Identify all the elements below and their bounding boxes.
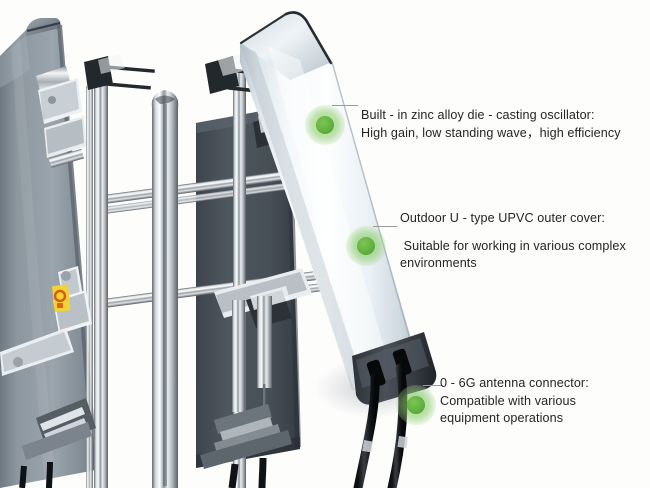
callout-leader-line — [332, 105, 358, 106]
callout-dot-core — [316, 116, 334, 134]
callout-dot-oscillator[interactable] — [305, 105, 345, 145]
warning-label — [52, 284, 71, 312]
left-antenna-mount-bracket — [0, 266, 96, 460]
callout-dot-upvc-cover[interactable] — [346, 226, 386, 266]
callout-text-connector-line1: 0 - 6G antenna connector: — [440, 376, 589, 390]
callout-text-connector-line3: equipment operations — [440, 411, 564, 425]
callout-text-upvc-line1: Outdoor U - type UPVC outer cover: — [400, 211, 605, 225]
callout-dot-core — [357, 237, 375, 255]
coaxial-cables — [19, 363, 408, 488]
callout-text-oscillator-line1: Built - in zinc alloy die - casting osci… — [361, 108, 595, 122]
callout-text-connector-line2: Compatible with various — [440, 393, 576, 408]
rear-antenna-mount-bracket — [200, 268, 312, 469]
callout-text-upvc-line2: Suitable for working in various complex — [400, 238, 626, 253]
callout-dot-core — [407, 396, 425, 414]
callout-dot-connector[interactable] — [396, 385, 436, 425]
callout-leader-line — [373, 226, 397, 227]
callout-text-oscillator-line2: High gain, low standing wave，high effici… — [361, 125, 621, 140]
callout-text-upvc-line3: environments — [400, 256, 477, 270]
callout-leader-line — [423, 385, 443, 386]
